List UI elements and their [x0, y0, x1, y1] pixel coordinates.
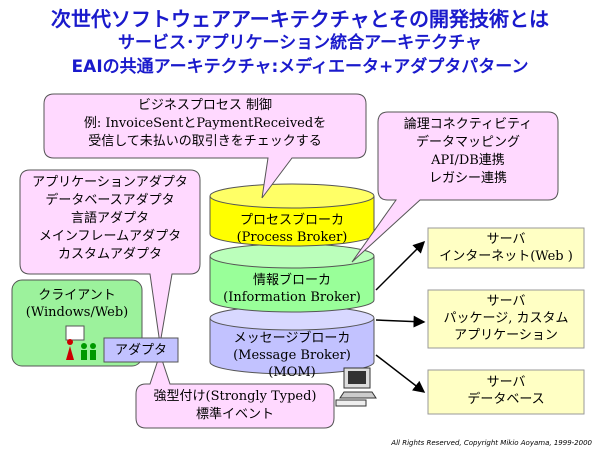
server-box-db: [427, 369, 585, 415]
message-broker-line: メッセージブローカ: [233, 331, 351, 346]
callout-info-line: レガシー連携: [428, 171, 507, 186]
arrow-to-app-server: [375, 315, 426, 328]
callout-process-control: [43, 93, 367, 199]
process-broker-label: プロセスブローカ (Process Broker): [210, 212, 374, 246]
info-broker-label: 情報ブローカ (Information Broker): [210, 272, 374, 306]
message-broker-line: (MOM): [268, 365, 316, 380]
callout-strongly-typed: [135, 352, 335, 429]
server-web-line: インターネット(Web ): [439, 249, 573, 264]
callout-info-line: データマッピング: [415, 135, 520, 150]
copyright-notice: All Rights Reserved, Copyright Mikio Aoy…: [391, 439, 592, 447]
callout-info-text: 論理コネクティビティ データマッピング API/DB連携 レガシー連携: [378, 116, 558, 188]
title-line-2: サービス･アプリケーション統合アーキテクチャ: [118, 33, 482, 53]
callout-typed-line: 標準イベント: [195, 407, 274, 422]
title-line-3: EAIの共通アーキテクチャ:メディエータ+アダプタパターン: [71, 57, 529, 77]
callout-info-line: 論理コネクティビティ: [403, 117, 533, 132]
server-web-label: サーバ インターネット(Web ): [428, 231, 584, 265]
callout-process-line: 例: InvoiceSentとPaymentReceivedを: [83, 116, 327, 131]
message-broker-line: (Message Broker): [233, 348, 351, 363]
callout-adapter-line: カスタムアダプタ: [57, 247, 162, 262]
title-line-1: 次世代ソフトウェアアーキテクチャとその開発技術とは: [51, 7, 549, 31]
callout-typed-text: 強型付け(Strongly Typed) 標準イベント: [136, 388, 334, 424]
callout-adapter-line: メインフレームアダプタ: [38, 229, 182, 244]
server-box-app: [427, 289, 585, 349]
callout-process-text: ビジネスプロセス 制御 例: InvoiceSentとPaymentReceiv…: [44, 97, 366, 151]
client-line: (Windows/Web): [25, 305, 129, 320]
arrow-to-web-server: [375, 240, 426, 291]
information-broker-cylinder: [209, 243, 375, 313]
callout-adapters: [19, 169, 201, 345]
server-app-line: サーバ: [486, 294, 526, 309]
server-db-label: サーバ データベース: [428, 374, 584, 408]
callout-information: [351, 111, 559, 263]
message-broker-label: メッセージブローカ (Message Broker) (MOM): [210, 330, 374, 381]
process-broker-cylinder: [209, 183, 375, 247]
server-app-line: パッケージ, カスタム: [443, 311, 569, 326]
info-broker-line: (Information Broker): [223, 290, 361, 305]
server-app-label: サーバ パッケージ, カスタム アプリケーション: [428, 293, 584, 344]
server-web-line: サーバ: [486, 232, 526, 247]
server-box-web: [427, 227, 585, 269]
adapter-label: アダプタ: [114, 343, 167, 358]
callout-info-line: API/DB連携: [431, 153, 505, 168]
callout-typed-line: 強型付け(Strongly Typed): [153, 389, 317, 404]
info-broker-line: 情報ブローカ: [252, 273, 331, 288]
arrow-to-db-server: [375, 354, 426, 393]
callout-process-line: 受信して未払いの取引きをチェックする: [88, 134, 322, 149]
callout-adapter-line: データベースアダプタ: [45, 193, 175, 208]
adapter-box: [103, 337, 179, 363]
process-broker-line: プロセスブローカ: [239, 213, 344, 228]
client-label: クライアント (Windows/Web): [12, 287, 142, 321]
server-db-line: データベース: [467, 392, 545, 407]
process-broker-line: (Process Broker): [236, 230, 348, 245]
callout-adapter-text: アプリケーションアダプタ データベースアダプタ 言語アダプタ メインフレームアダ…: [20, 174, 200, 264]
people-icon: [65, 325, 96, 360]
computer-icon: [335, 367, 377, 407]
server-app-line: アプリケーション: [454, 328, 558, 343]
callout-adapter-line: 言語アダプタ: [70, 211, 149, 226]
client-line: クライアント: [38, 288, 116, 303]
server-db-line: サーバ: [486, 375, 526, 390]
callout-process-line: ビジネスプロセス 制御: [137, 98, 273, 113]
callout-adapter-line: アプリケーションアダプタ: [32, 175, 188, 190]
